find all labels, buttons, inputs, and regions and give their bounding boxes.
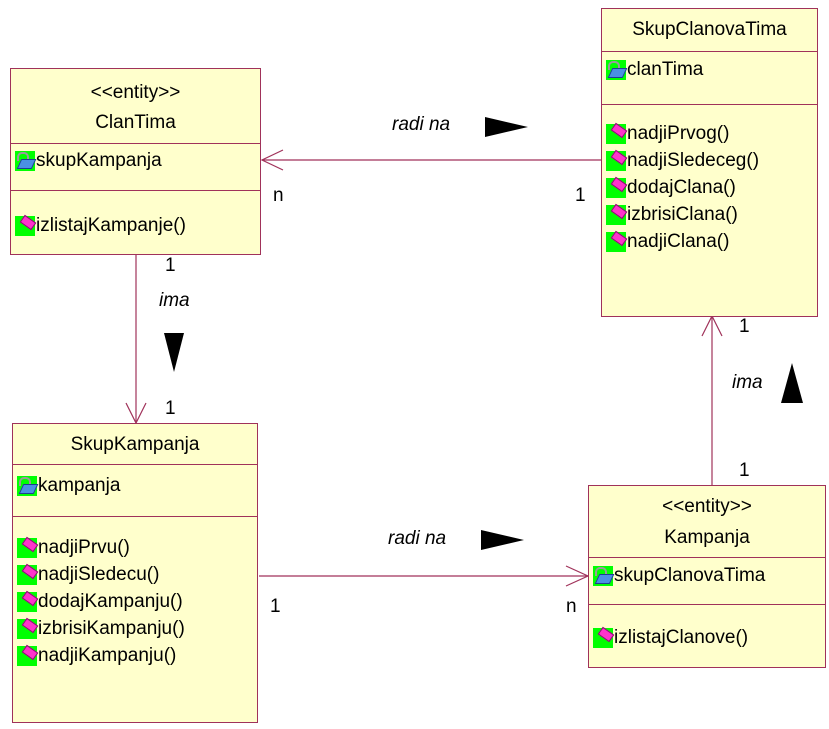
operation-row[interactable]: nadjiSledeceg()	[606, 149, 759, 173]
assoc-bottom-target-multiplicity: n	[566, 596, 577, 617]
operation-row[interactable]: nadjiClana()	[606, 230, 729, 254]
attribute-icon	[593, 566, 613, 586]
operation-icon	[17, 565, 37, 585]
operation-name: nadjiPrvog()	[627, 123, 730, 144]
attribute-icon	[17, 476, 37, 496]
divider	[13, 464, 257, 465]
operation-name: nadjiSledecu()	[38, 564, 160, 585]
reading-direction-bottom	[481, 530, 524, 550]
divider	[589, 557, 825, 558]
class-kampanja[interactable]: <<entity>> Kampanja skupClanovaTima izli…	[588, 485, 826, 668]
assoc-top-label: radi na	[392, 114, 451, 135]
assoc-right-label: ima	[732, 372, 763, 393]
assoc-right-target-multiplicity: 1	[739, 316, 750, 337]
divider	[11, 143, 260, 144]
assoc-left-target-multiplicity: 1	[165, 398, 176, 419]
class-name: SkupClanovaTima	[632, 19, 787, 40]
attribute-name: skupClanovaTima	[614, 565, 766, 586]
operation-name: nadjiClana()	[627, 231, 730, 252]
operation-icon	[15, 216, 35, 236]
operation-row[interactable]: nadjiPrvog()	[606, 122, 729, 146]
operation-row[interactable]: izlistajClanove()	[593, 626, 748, 650]
operation-row[interactable]: nadjiPrvu()	[17, 536, 130, 560]
operation-icon	[17, 646, 37, 666]
divider	[11, 190, 260, 191]
operation-name: izlistajKampanje()	[36, 215, 186, 236]
operation-row[interactable]: dodajClana()	[606, 176, 736, 200]
operation-name: izbrisiClana()	[627, 204, 738, 225]
reading-direction-top	[485, 117, 528, 137]
operation-icon	[17, 592, 37, 612]
assoc-right-source-multiplicity: 1	[739, 460, 750, 481]
class-name: SkupKampanja	[70, 434, 200, 455]
operation-name: dodajKampanju()	[38, 591, 183, 612]
operation-row[interactable]: izbrisiClana()	[606, 203, 738, 227]
operation-icon	[593, 628, 613, 648]
class-name: ClanTima	[95, 112, 176, 133]
assoc-bottom-label: radi na	[388, 528, 447, 549]
class-name: Kampanja	[664, 527, 750, 548]
operation-icon	[606, 178, 626, 198]
operation-name: dodajClana()	[627, 177, 736, 198]
class-stereotype: <<entity>>	[90, 82, 181, 103]
attribute-row[interactable]: skupClanovaTima	[593, 564, 765, 588]
divider	[13, 516, 257, 517]
class-skup-clanova-tima[interactable]: SkupClanovaTima clanTima nadjiPrvog() na…	[601, 8, 818, 317]
operation-name: nadjiPrvu()	[38, 537, 130, 558]
divider	[589, 604, 825, 605]
operation-icon	[606, 232, 626, 252]
attribute-icon	[15, 151, 35, 171]
class-skup-kampanja[interactable]: SkupKampanja kampanja nadjiPrvu() nadjiS…	[12, 423, 258, 723]
operation-name: izlistajClanove()	[614, 627, 749, 648]
assoc-top-source-multiplicity: 1	[575, 185, 586, 206]
assoc-top-arrowhead	[260, 149, 284, 171]
reading-direction-right	[781, 363, 803, 403]
operation-name: nadjiSledeceg()	[627, 150, 760, 171]
attribute-name: kampanja	[38, 475, 121, 496]
assoc-left-source-multiplicity: 1	[165, 255, 176, 276]
reading-direction-left	[164, 333, 184, 372]
operation-row[interactable]: nadjiSledecu()	[17, 563, 159, 587]
operation-icon	[17, 619, 37, 639]
attribute-row[interactable]: kampanja	[17, 474, 120, 498]
operation-name: izbrisiKampanju()	[38, 618, 185, 639]
operation-icon	[17, 538, 37, 558]
operation-row[interactable]: izlistajKampanje()	[15, 214, 186, 238]
attribute-icon	[606, 60, 626, 80]
attribute-row[interactable]: skupKampanja	[15, 149, 162, 173]
operation-name: nadjiKampanju()	[38, 645, 177, 666]
attribute-name: clanTima	[627, 59, 704, 80]
attribute-row[interactable]: clanTima	[606, 58, 703, 82]
operation-row[interactable]: dodajKampanju()	[17, 590, 183, 614]
assoc-bottom-source-multiplicity: 1	[270, 596, 281, 617]
class-stereotype: <<entity>>	[662, 496, 752, 517]
divider	[602, 51, 817, 52]
assoc-left-label: ima	[159, 290, 190, 311]
attribute-name: skupKampanja	[36, 150, 162, 171]
operation-icon	[606, 151, 626, 171]
operation-row[interactable]: nadjiKampanju()	[17, 644, 176, 668]
divider	[602, 104, 817, 105]
class-clan-tima[interactable]: <<entity>> ClanTima skupKampanja izlista…	[10, 68, 261, 255]
operation-icon	[606, 124, 626, 144]
assoc-top-target-multiplicity: n	[273, 185, 284, 206]
operation-row[interactable]: izbrisiKampanju()	[17, 617, 185, 641]
operation-icon	[606, 205, 626, 225]
